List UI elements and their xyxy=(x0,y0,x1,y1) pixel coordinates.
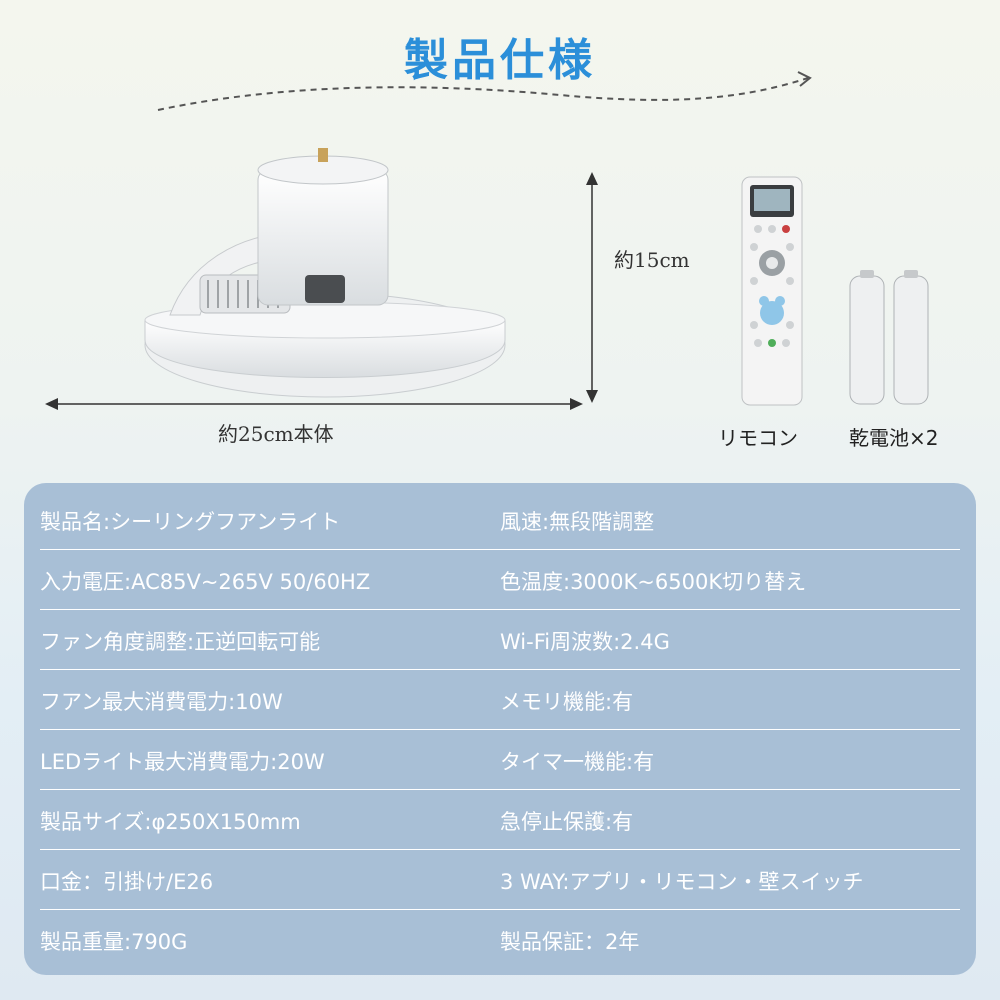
spec-row: ファン角度調整:正逆回転可能 Wi-Fi周波数:2.4G xyxy=(40,609,960,670)
spec-left: フアン最大消費電力:10W xyxy=(40,690,283,714)
spec-left: LEDライト最大消費電力:20W xyxy=(40,750,325,774)
spec-row: 口金：引掛け/E26 3 WAY:アプリ・リモコン・壁スイッチ xyxy=(40,849,960,910)
spec-left: 製品名:シーリングフアンライト xyxy=(40,510,341,534)
spec-right: 3 WAY:アプリ・リモコン・壁スイッチ xyxy=(500,870,864,894)
spec-right: タイマ一機能:有 xyxy=(500,750,655,774)
spec-left: 入力電圧:AC85V~265V 50/60HZ xyxy=(40,570,371,594)
ceiling-fan-light-image xyxy=(144,148,506,398)
spec-row: 製品サイズ:φ250X150mm 急停止保護:有 xyxy=(40,789,960,850)
spec-row: 製品重量:790G 製品保証：2年 xyxy=(40,909,960,969)
spec-row: 入力電圧:AC85V~265V 50/60HZ 色温度:3000K~6500K切… xyxy=(40,549,960,610)
spec-right: 色温度:3000K~6500K切り替え xyxy=(500,570,807,594)
dimension-lines xyxy=(45,172,598,410)
width-label: 約25cm本体 xyxy=(218,422,334,446)
page-title: 製品仕様 xyxy=(404,35,596,86)
remote-control-image xyxy=(741,176,803,406)
batteries-image xyxy=(849,270,929,405)
batteries-caption: 乾電池×2 xyxy=(849,426,939,450)
spec-left: ファン角度調整:正逆回転可能 xyxy=(40,630,321,654)
spec-left: 口金：引掛け/E26 xyxy=(40,870,214,894)
spec-row: 製品名:シーリングフアンライト 風速:無段階調整 xyxy=(40,489,960,550)
decorative-dashed-arrow xyxy=(157,71,812,111)
spec-row: LEDライト最大消費電力:20W タイマ一機能:有 xyxy=(40,729,960,790)
spec-right: 急停止保護:有 xyxy=(500,810,634,834)
spec-left: 製品重量:790G xyxy=(40,930,188,954)
height-label: 約15cm xyxy=(614,248,690,272)
spec-right: 風速:無段階調整 xyxy=(500,510,655,534)
spec-right: Wi-Fi周波数:2.4G xyxy=(500,630,670,654)
spec-row: フアン最大消費電力:10W メモリ機能:有 xyxy=(40,669,960,730)
spec-right: メモリ機能:有 xyxy=(500,690,634,714)
spec-table: 製品名:シーリングフアンライト 風速:無段階調整 入力電圧:AC85V~265V… xyxy=(24,483,976,975)
spec-right: 製品保証：2年 xyxy=(500,930,640,954)
remote-caption: リモコン xyxy=(718,426,798,450)
spec-left: 製品サイズ:φ250X150mm xyxy=(40,810,301,834)
